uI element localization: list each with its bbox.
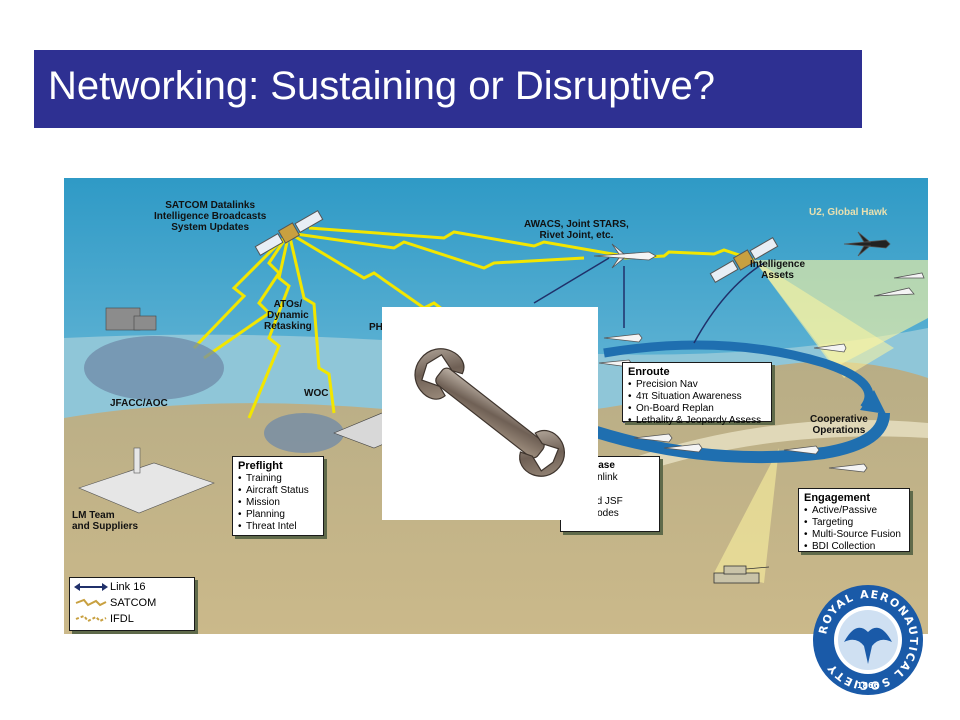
enroute-title: Enroute — [628, 366, 670, 378]
aircraft — [593, 231, 925, 473]
satellite — [254, 209, 324, 257]
slide-title: Networking: Sustaining or Disruptive? — [48, 64, 715, 108]
lightning-line-icon — [75, 598, 107, 607]
legend: Link 16 SATCOM IFDL — [69, 577, 195, 631]
list-item: Training — [238, 473, 318, 485]
intel-assets-label: Intelligence Assets — [750, 259, 806, 281]
list-item: Multi-Source Fusion — [804, 529, 904, 541]
title-bar: Networking: Sustaining or Disruptive? — [34, 50, 862, 128]
legend-ifdl: IFDL — [110, 613, 134, 625]
legend-satcom: SATCOM — [110, 597, 157, 609]
u2-label: U2, Global Hawk — [809, 207, 888, 218]
flight-path — [582, 412, 890, 464]
jfacc-platform — [84, 336, 224, 400]
list-item: Lethality & Jeopardy Assess — [628, 415, 766, 427]
dashed-lightning-icon — [75, 614, 107, 623]
list-item: Precision Nav — [628, 379, 766, 391]
list-item: Mission — [238, 497, 318, 509]
list-item: Planning — [238, 509, 318, 521]
seal-year: 1866 — [857, 681, 880, 690]
satcom-links — [192, 226, 755, 419]
engagement-title: Engagement — [804, 492, 871, 504]
ph-label: PH — [369, 322, 383, 333]
woc-platform — [264, 413, 344, 453]
tank — [713, 565, 770, 584]
list-item: BDI Collection — [804, 541, 904, 553]
atos-label: ATOs/ Dynamic Retasking — [264, 299, 312, 332]
satcom-label: SATCOM Datalinks Intelligence Broadcasts… — [154, 200, 267, 233]
woc-label: WOC — [304, 388, 329, 399]
sensor-beam — [754, 260, 928, 368]
jfacc-building — [105, 307, 157, 331]
preflight-title: Preflight — [238, 460, 283, 472]
engagement-box: Engagement Active/Passive Targeting Mult… — [798, 488, 910, 553]
lm-factory — [78, 447, 215, 514]
beach — [604, 420, 928, 478]
list-item: Targeting — [804, 517, 904, 529]
legend-link16: Link 16 — [110, 581, 146, 593]
cooperative-ops-label: Cooperative Operations — [810, 414, 868, 436]
enroute-box: Enroute Precision Nav 4π Situation Aware… — [622, 362, 772, 427]
sensor-beam — [754, 260, 894, 378]
list-item: Active/Passive — [804, 505, 904, 517]
wrench-image — [382, 307, 598, 520]
flight-path — [603, 340, 874, 411]
list-item: Threat Intel — [238, 521, 318, 533]
list-item: Aircraft Status — [238, 485, 318, 497]
preflight-box: Preflight Training Aircraft Status Missi… — [232, 456, 324, 536]
royal-aeronautical-society-seal: ROYAL AERONAUTICAL SOCIETY 1866 — [812, 584, 924, 696]
lm-team-label: LM Team and Suppliers — [72, 510, 139, 532]
list-item: On-Board Replan — [628, 403, 766, 415]
list-item: 4π Situation Awareness — [628, 391, 766, 403]
satellite — [709, 236, 779, 284]
awacs-label: AWACS, Joint STARS, Rivet Joint, etc. — [524, 219, 629, 241]
double-arrow-icon — [74, 583, 108, 591]
wrench-icon — [414, 348, 566, 477]
sensor-beam — [714, 448, 779, 583]
jfacc-label: JFACC/AOC — [110, 398, 168, 409]
